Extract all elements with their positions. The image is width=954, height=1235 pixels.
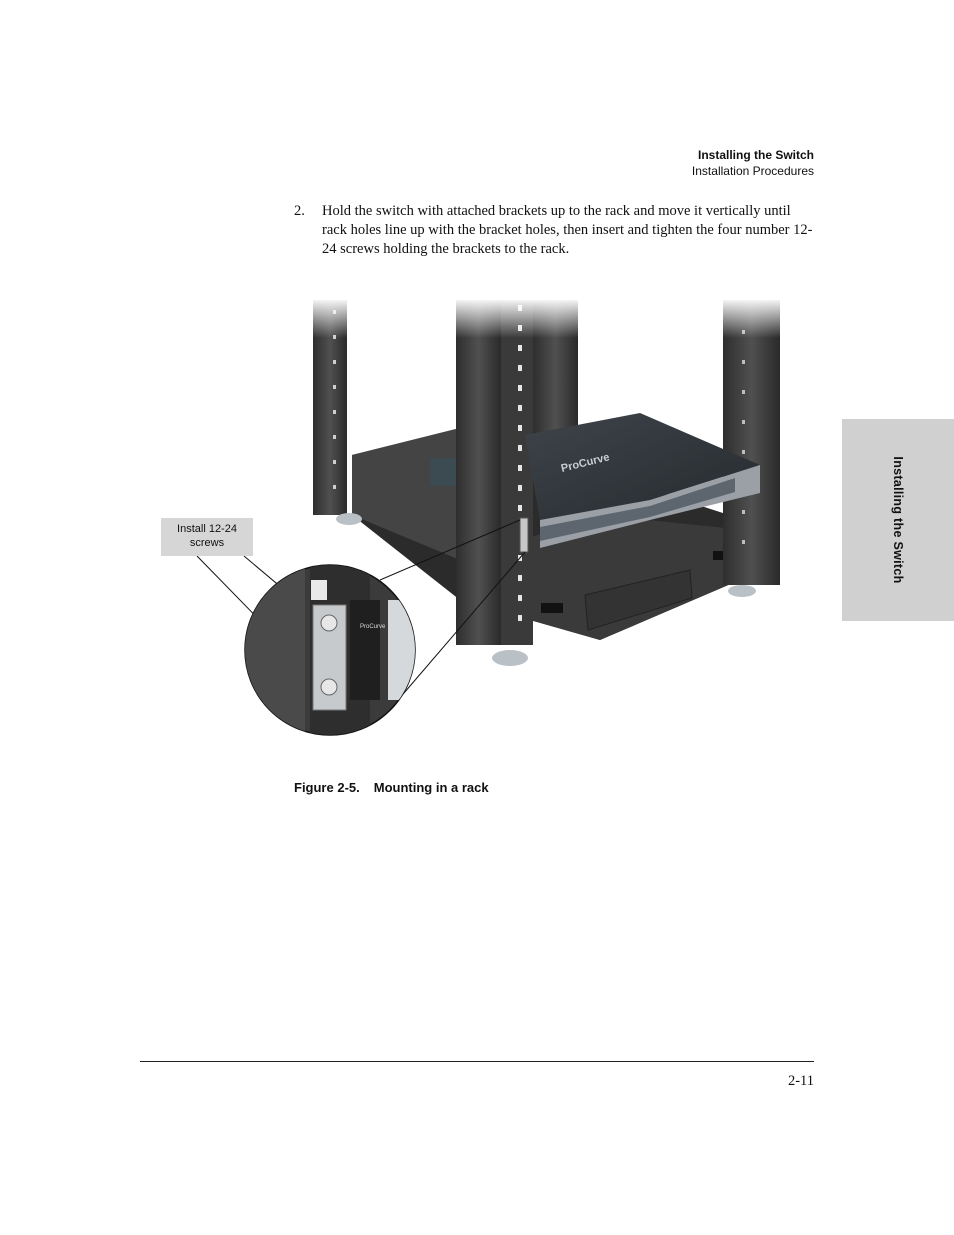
chapter-side-tab: Installing the Switch	[842, 419, 954, 621]
figure-title: Mounting in a rack	[373, 780, 489, 795]
zoom-brand: ProCurve	[360, 624, 386, 630]
rack-post-rear-right	[723, 300, 780, 597]
step-text: Hold the switch with attached brackets u…	[322, 203, 813, 257]
network-switch: ProCurve	[519, 413, 760, 553]
callout-line-2: screws	[189, 537, 225, 549]
procedure-step: 2. Hold the switch with attached bracket…	[294, 202, 814, 259]
figure-label: Figure 2-5.	[294, 780, 360, 795]
callout-line-1: Install 12-24	[177, 523, 237, 535]
side-tab-label: Installing the Switch	[891, 456, 905, 584]
screw-callout: Install 12-24 screws	[161, 518, 253, 556]
rack-mounting-illustration: ProCurve ProCurve	[196, 298, 790, 736]
step-number: 2.	[294, 203, 305, 219]
page-number: 2-11	[787, 1073, 814, 1089]
figure-caption: Figure 2-5. Mounting in a rack	[294, 780, 489, 795]
bracket-detail-zoom: ProCurve	[244, 564, 416, 736]
footer-rule	[140, 1061, 814, 1062]
running-header: Installing the Switch Installation Proce…	[692, 147, 814, 179]
section-title: Installation Procedures	[691, 164, 814, 178]
chapter-title: Installing the Switch	[697, 148, 814, 162]
